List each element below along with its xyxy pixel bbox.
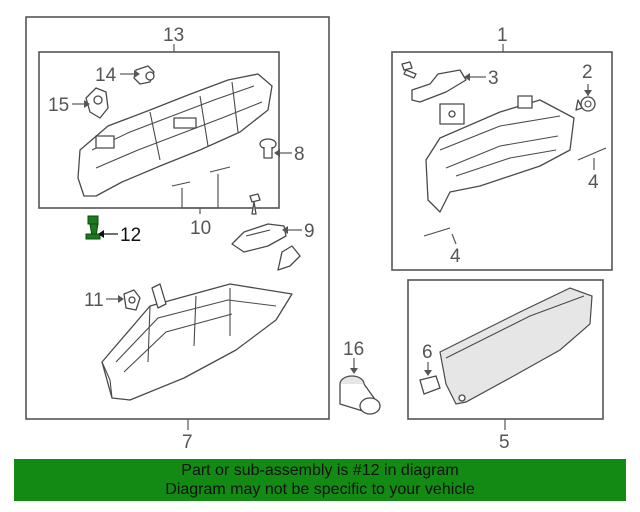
callout-14[interactable]: 14 (95, 65, 117, 86)
callout-13[interactable]: 13 (163, 25, 184, 46)
callout-3[interactable]: 3 (488, 68, 499, 89)
callout-10[interactable]: 10 (190, 218, 211, 239)
screw-part (401, 61, 417, 79)
latch-9-part (231, 223, 301, 271)
callout-11[interactable]: 11 (84, 290, 104, 311)
assembly-7-frame (25, 16, 330, 420)
strip-10-part (171, 166, 231, 187)
callout-1[interactable]: 1 (497, 25, 508, 46)
callout-6[interactable]: 6 (422, 342, 433, 363)
info-banner: Part or sub-assembly is #12 in diagram D… (14, 459, 626, 501)
callout-5[interactable]: 5 (499, 432, 510, 453)
glovebox-door-part (439, 287, 593, 405)
callout-12[interactable]: 12 (120, 225, 141, 246)
lock-cylinder-16-part (339, 375, 381, 415)
bolt-part (249, 193, 261, 215)
screw-2-part (575, 96, 596, 112)
latch-6-part (419, 375, 441, 395)
callout-7[interactable]: 7 (182, 432, 193, 453)
assembly-1-frame (391, 51, 613, 271)
callout-15[interactable]: 15 (48, 95, 69, 116)
callout-9[interactable]: 9 (304, 221, 315, 242)
pin-8-part (259, 138, 277, 159)
strip-4-part (423, 147, 607, 237)
glovebox-bin-part (101, 283, 293, 401)
banner-line-1: Part or sub-assembly is #12 in diagram (181, 462, 459, 479)
assembly-13-frame (38, 51, 280, 209)
hinge-3-part (411, 69, 467, 125)
bolt-12-part[interactable] (85, 215, 101, 240)
callout-2[interactable]: 2 (582, 62, 593, 83)
callout-4-upper[interactable]: 4 (588, 172, 599, 193)
damper-15-part (85, 87, 109, 119)
upper-bracket-part (77, 73, 273, 197)
callout-4-lower[interactable]: 4 (450, 246, 461, 267)
callout-16[interactable]: 16 (343, 339, 364, 360)
clip-14-part (133, 65, 155, 85)
compartment-frame-part (425, 95, 575, 213)
banner-line-2: Diagram may not be specific to your vehi… (165, 481, 475, 498)
bumper-11-part (123, 289, 141, 311)
callout-8[interactable]: 8 (294, 144, 305, 165)
